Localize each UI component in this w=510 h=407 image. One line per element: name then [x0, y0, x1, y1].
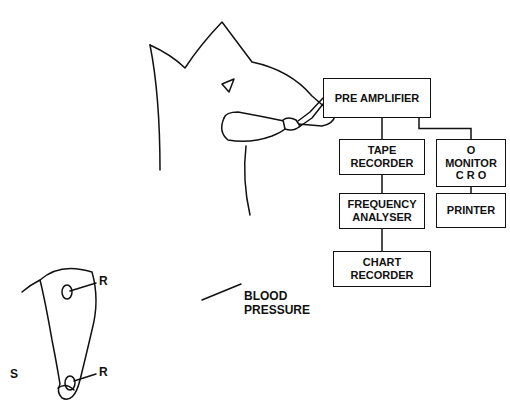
electrode-lead	[298, 98, 323, 127]
box-label: TAPE RECORDER	[340, 142, 424, 171]
signal-label: BLOOD PRESSURE	[244, 290, 324, 318]
process-box: O MONITOR C R O	[436, 139, 506, 187]
electrode-label: R	[99, 275, 108, 289]
cat-back-outline	[150, 45, 160, 170]
recording-electrode	[65, 376, 75, 390]
cat-eye	[222, 79, 234, 92]
box-label: PRE AMPLIFIER	[332, 90, 423, 107]
box-label: O MONITOR C R O	[437, 142, 505, 184]
cat-upper-jaw	[224, 112, 284, 121]
electrode-label: S	[10, 368, 18, 382]
electrode-label: R	[99, 366, 108, 380]
connector	[382, 175, 383, 193]
process-box: FREQUENCY ANALYSER	[339, 193, 425, 229]
electrode-leader	[70, 283, 96, 381]
electrode	[283, 118, 300, 130]
process-box: PRINTER	[436, 193, 506, 228]
box-label: FREQUENCY ANALYSER	[340, 196, 424, 225]
connector	[382, 118, 383, 139]
connector	[419, 118, 471, 139]
recording-electrode	[62, 285, 72, 299]
process-box: TAPE RECORDER	[339, 139, 425, 175]
cat-head-outline	[150, 22, 335, 126]
brain-outline	[22, 268, 96, 399]
process-box: PRE AMPLIFIER	[323, 78, 431, 118]
process-box: CHART RECORDER	[333, 251, 431, 287]
box-label: PRINTER	[444, 202, 498, 219]
blood-pressure-line	[202, 284, 241, 300]
connector	[382, 229, 383, 251]
cat-throat	[245, 146, 250, 215]
cat-lower-jaw	[222, 118, 286, 141]
box-label: CHART RECORDER	[334, 254, 430, 283]
